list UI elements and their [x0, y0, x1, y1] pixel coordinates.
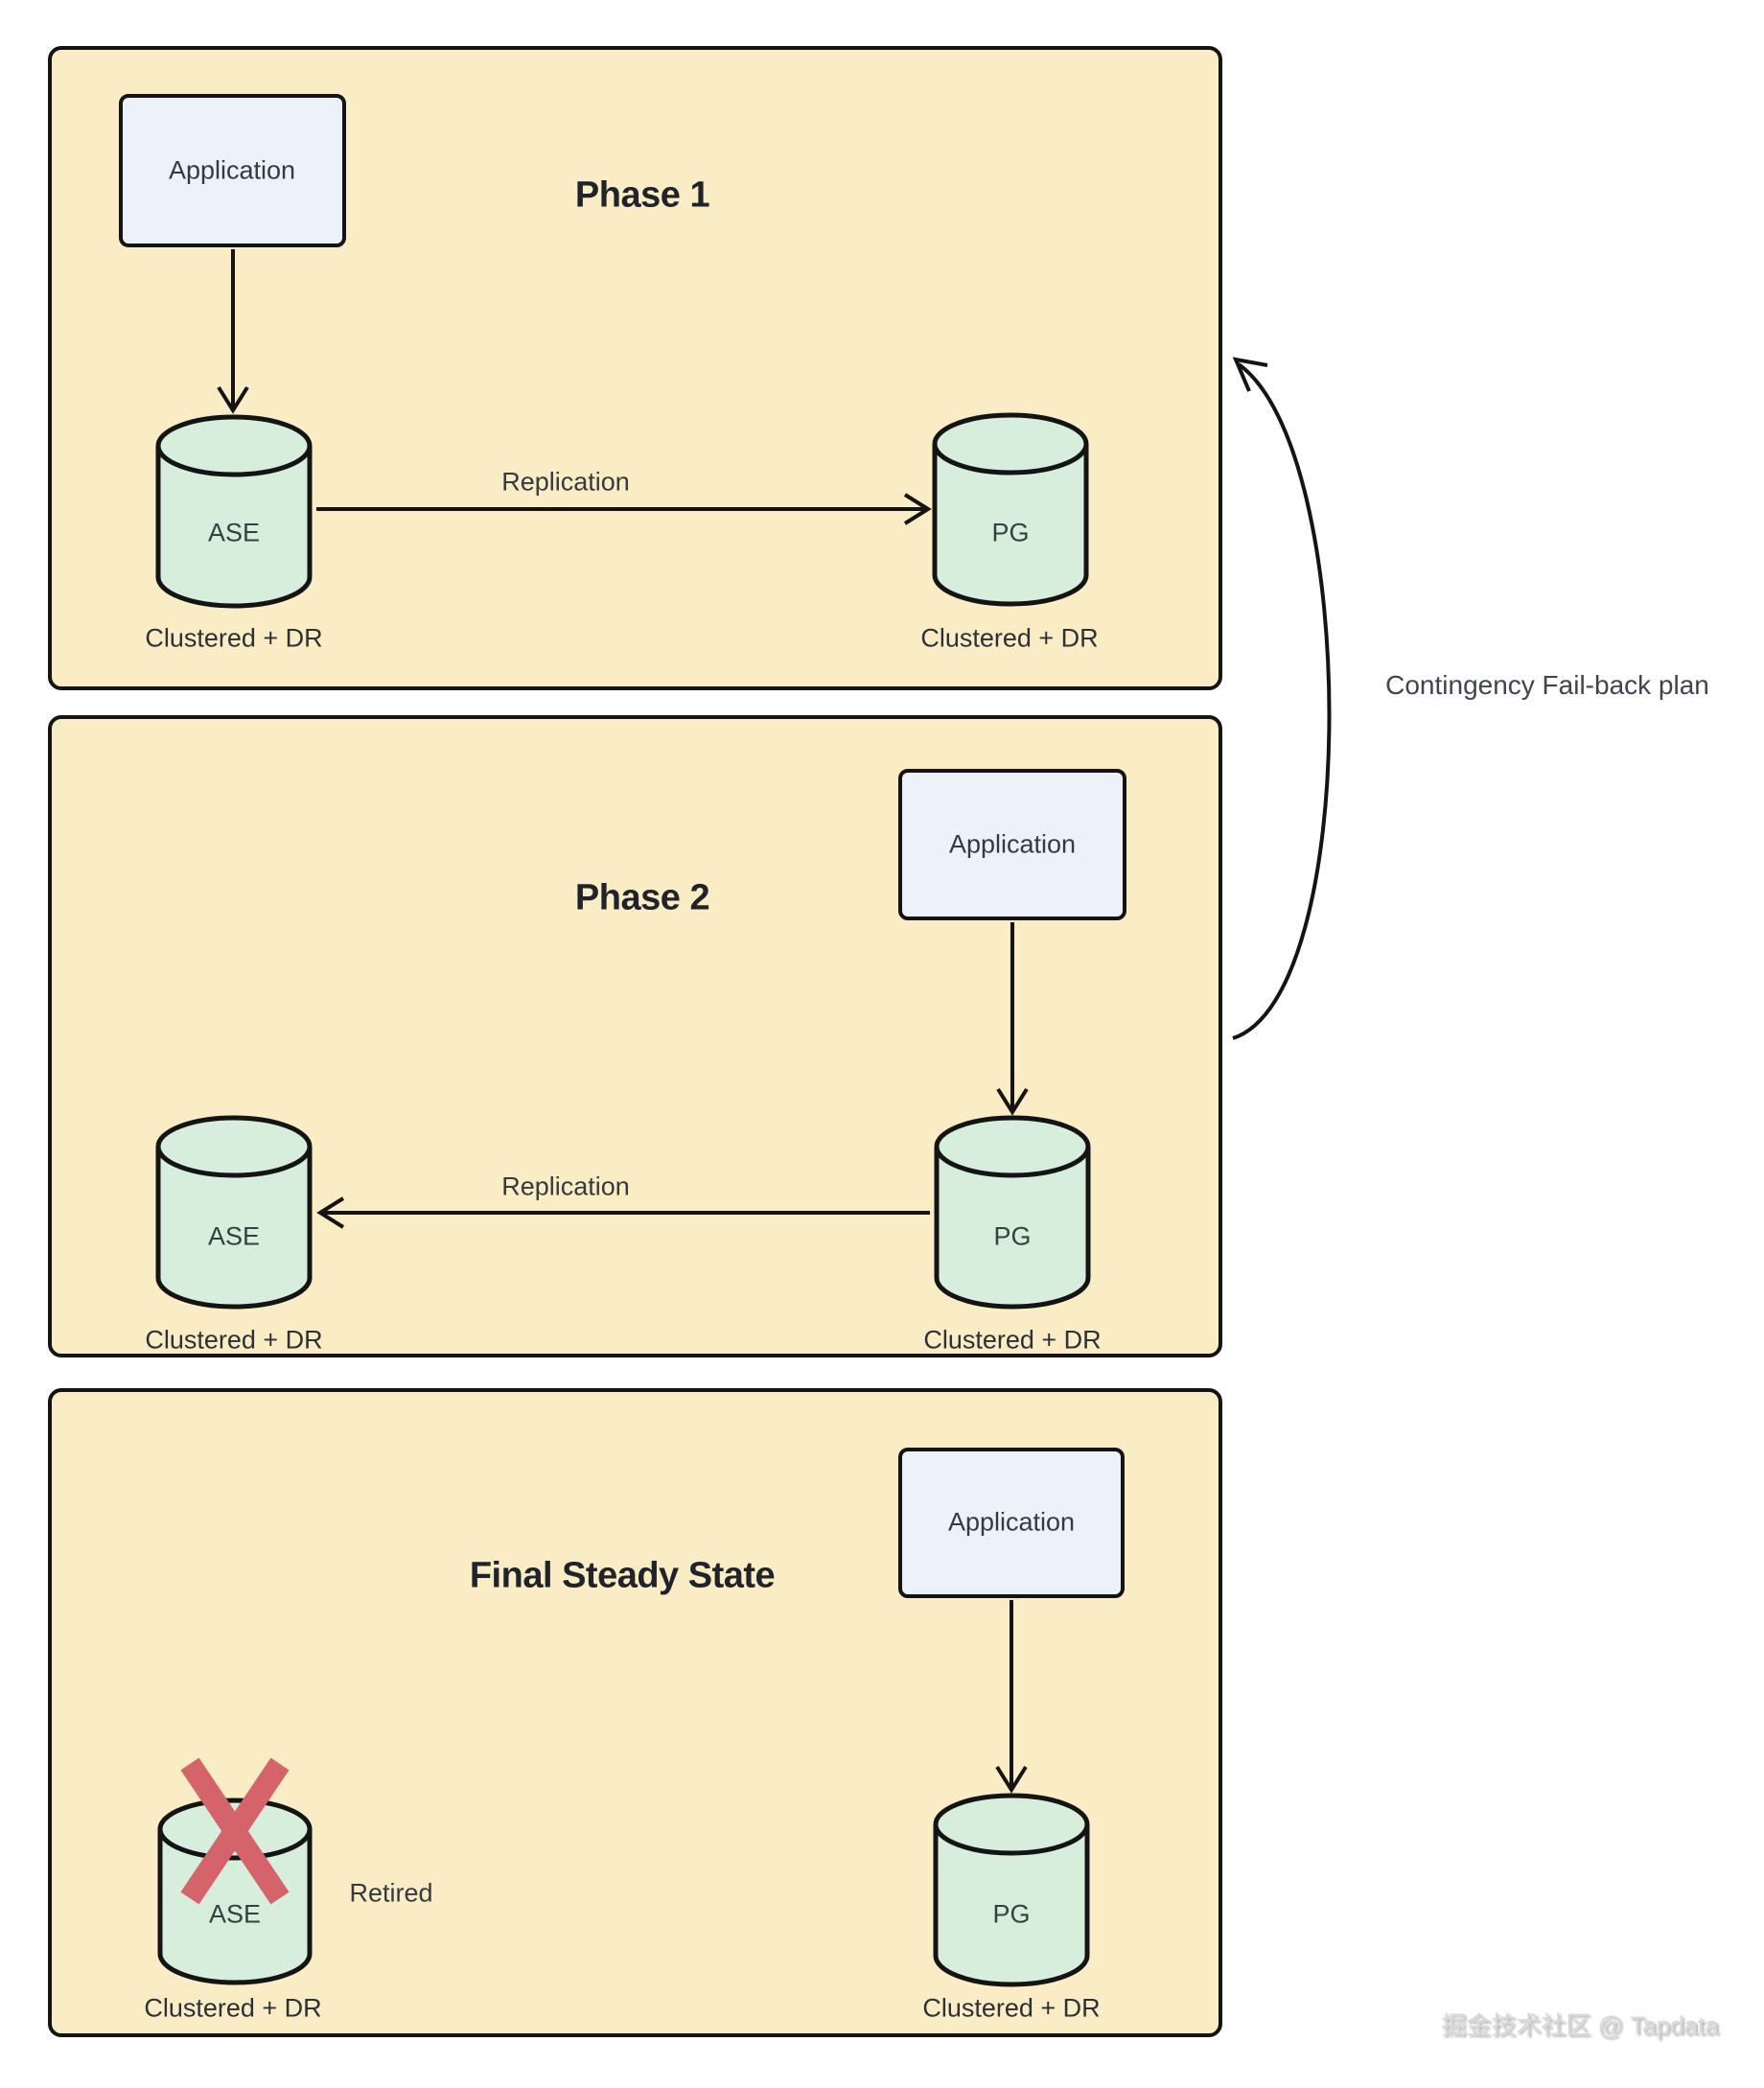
pg-caption-final: Clustered + DR	[922, 1993, 1101, 2023]
ase-label-phase2: ASE	[207, 1221, 261, 1251]
ase-caption-phase2: Clustered + DR	[145, 1325, 323, 1355]
ase-caption-final: Clustered + DR	[144, 1993, 322, 2023]
application-label-final: Application	[947, 1507, 1076, 1537]
replication-label-phase1: Replication	[501, 467, 630, 497]
phase1-title: Phase 1	[574, 174, 710, 216]
pg-label-phase2: PG	[993, 1221, 1032, 1251]
ase-label-final: ASE	[208, 1899, 262, 1929]
watermark: 掘金技术社区 @ Tapdata	[1441, 2010, 1719, 2040]
pg-caption-phase1: Clustered + DR	[920, 623, 1099, 653]
application-box-phase1	[119, 94, 346, 247]
application-label-phase1: Application	[168, 155, 296, 185]
pg-label-phase1: PG	[991, 518, 1030, 547]
pg-label-final: PG	[992, 1899, 1031, 1929]
ase-caption-phase1: Clustered + DR	[145, 623, 323, 653]
ase-label-phase1: ASE	[207, 518, 261, 547]
phase2-title: Phase 2	[574, 877, 710, 918]
pg-caption-phase2: Clustered + DR	[923, 1325, 1102, 1355]
failback-arrow	[1232, 357, 1332, 1040]
application-box-phase2	[898, 769, 1126, 920]
application-box-final	[898, 1448, 1125, 1598]
retired-label: Retired	[349, 1878, 433, 1908]
final-title: Final Steady State	[469, 1555, 776, 1596]
application-label-phase2: Application	[948, 829, 1077, 859]
failback-label: Contingency Fail-back plan	[1385, 670, 1709, 700]
replication-label-phase2: Replication	[501, 1172, 630, 1201]
